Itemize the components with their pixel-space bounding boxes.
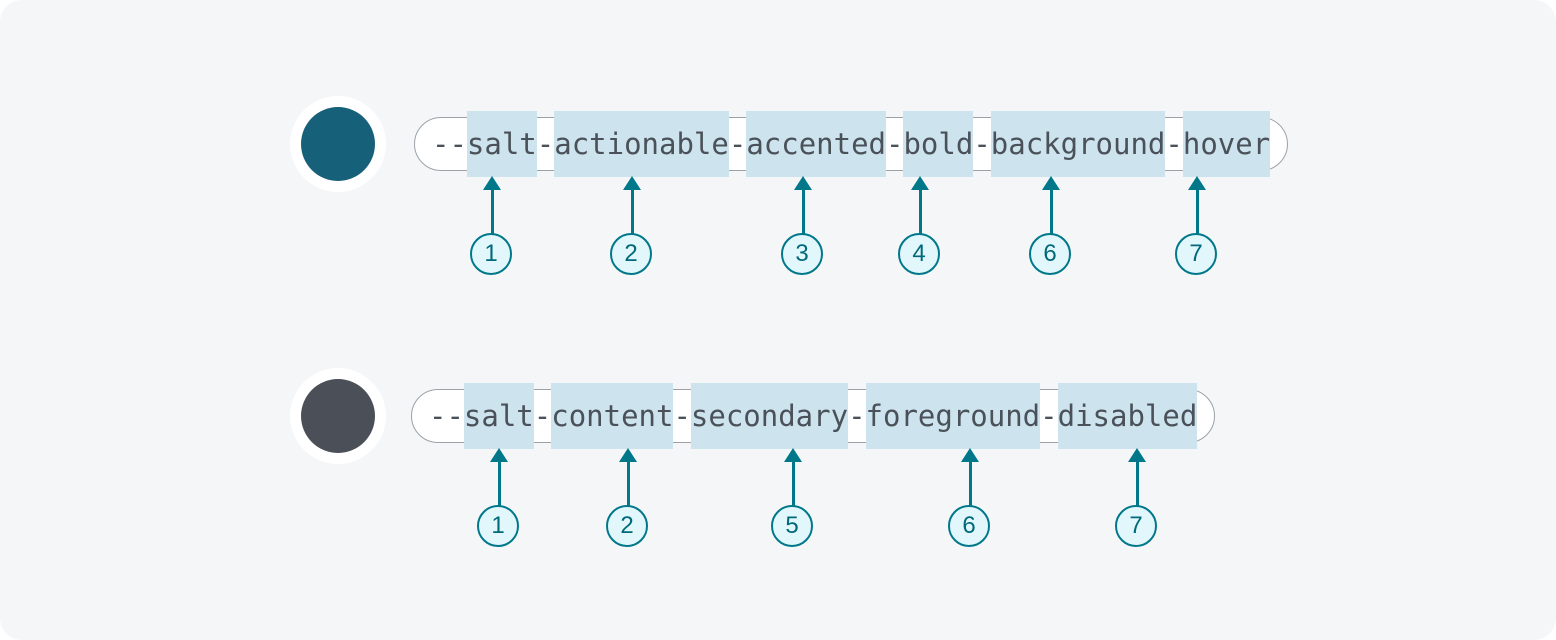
annotation-number-badge[interactable]: 1 xyxy=(477,505,519,547)
arrow-up-icon xyxy=(619,448,637,462)
annotation-number-badge[interactable]: 6 xyxy=(948,505,990,547)
arrow-up-icon xyxy=(623,176,641,190)
arrow-stem xyxy=(631,189,634,234)
token-segment-highlighted: disabled xyxy=(1057,383,1198,449)
arrow-stem xyxy=(919,189,922,234)
token-segment-separator: - xyxy=(886,127,904,161)
content-secondary-foreground-disabled-swatch xyxy=(301,379,375,453)
arrow-stem xyxy=(802,189,805,234)
arrow-up-icon xyxy=(784,448,802,462)
arrow-stem xyxy=(498,461,501,506)
swatch-ring-1 xyxy=(290,96,386,192)
arrow-up-icon xyxy=(961,448,979,462)
arrow-up-icon xyxy=(794,176,812,190)
annotation-number-badge[interactable]: 4 xyxy=(898,233,940,275)
annotation-number-badge[interactable]: 3 xyxy=(781,233,823,275)
arrow-stem xyxy=(1136,461,1139,506)
token-segment-separator: - xyxy=(1165,127,1183,161)
token-segment-separator: - xyxy=(728,127,747,161)
annotation-number-badge[interactable]: 7 xyxy=(1175,233,1217,275)
token-segment-highlighted: hover xyxy=(1182,111,1271,177)
annotation-number-badge[interactable]: 7 xyxy=(1115,505,1157,547)
token-segment-separator: - xyxy=(673,399,691,433)
token-segment-separator: - xyxy=(1040,399,1058,433)
arrow-up-icon xyxy=(1188,176,1206,190)
annotation-number-badge[interactable]: 1 xyxy=(470,233,512,275)
token-segment-highlighted: foreground xyxy=(865,383,1041,449)
token-segment-separator: - xyxy=(848,399,866,433)
annotation-number-badge[interactable]: 6 xyxy=(1029,233,1071,275)
annotation-number-badge[interactable]: 2 xyxy=(610,233,652,275)
arrow-stem xyxy=(1050,189,1053,234)
arrow-stem xyxy=(792,461,795,506)
token-pill-2[interactable]: --salt-content-secondary-foreground-disa… xyxy=(411,383,1216,449)
token-segment-highlighted: bold xyxy=(903,111,974,177)
arrow-up-icon xyxy=(911,176,929,190)
token-segment-highlighted: background xyxy=(990,111,1166,177)
token-text-2: --salt-content-secondary-foreground-disa… xyxy=(429,383,1198,449)
token-segment-highlighted: actionable xyxy=(554,111,729,177)
token-segment-separator: - xyxy=(973,127,991,161)
annotation-number-badge[interactable]: 5 xyxy=(771,505,813,547)
token-segment-separator: - xyxy=(536,127,555,161)
arrow-up-icon xyxy=(483,176,501,190)
token-pill-1[interactable]: --salt-actionable-accented-bold-backgrou… xyxy=(414,111,1289,177)
token-segment-highlighted: salt xyxy=(466,111,537,177)
arrow-stem xyxy=(491,189,494,234)
arrow-up-icon xyxy=(490,448,508,462)
token-segment-separator: - xyxy=(533,399,552,433)
token-text-1: --salt-actionable-accented-bold-backgrou… xyxy=(432,111,1271,177)
accented-bold-background-hover-swatch xyxy=(301,107,375,181)
token-segment-highlighted: content xyxy=(551,383,674,449)
arrow-up-icon xyxy=(1128,448,1146,462)
token-segment-highlighted: secondary xyxy=(690,383,849,449)
arrow-stem xyxy=(1196,189,1199,234)
arrow-stem xyxy=(969,461,972,506)
token-segment-highlighted: salt xyxy=(463,383,534,449)
annotation-number-badge[interactable]: 2 xyxy=(606,505,648,547)
token-segment-separator: -- xyxy=(429,399,464,433)
arrow-up-icon xyxy=(1042,176,1060,190)
swatch-ring-2 xyxy=(290,368,386,464)
token-segment-highlighted: accented xyxy=(746,111,886,177)
arrow-stem xyxy=(627,461,630,506)
token-segment-separator: -- xyxy=(432,127,467,161)
